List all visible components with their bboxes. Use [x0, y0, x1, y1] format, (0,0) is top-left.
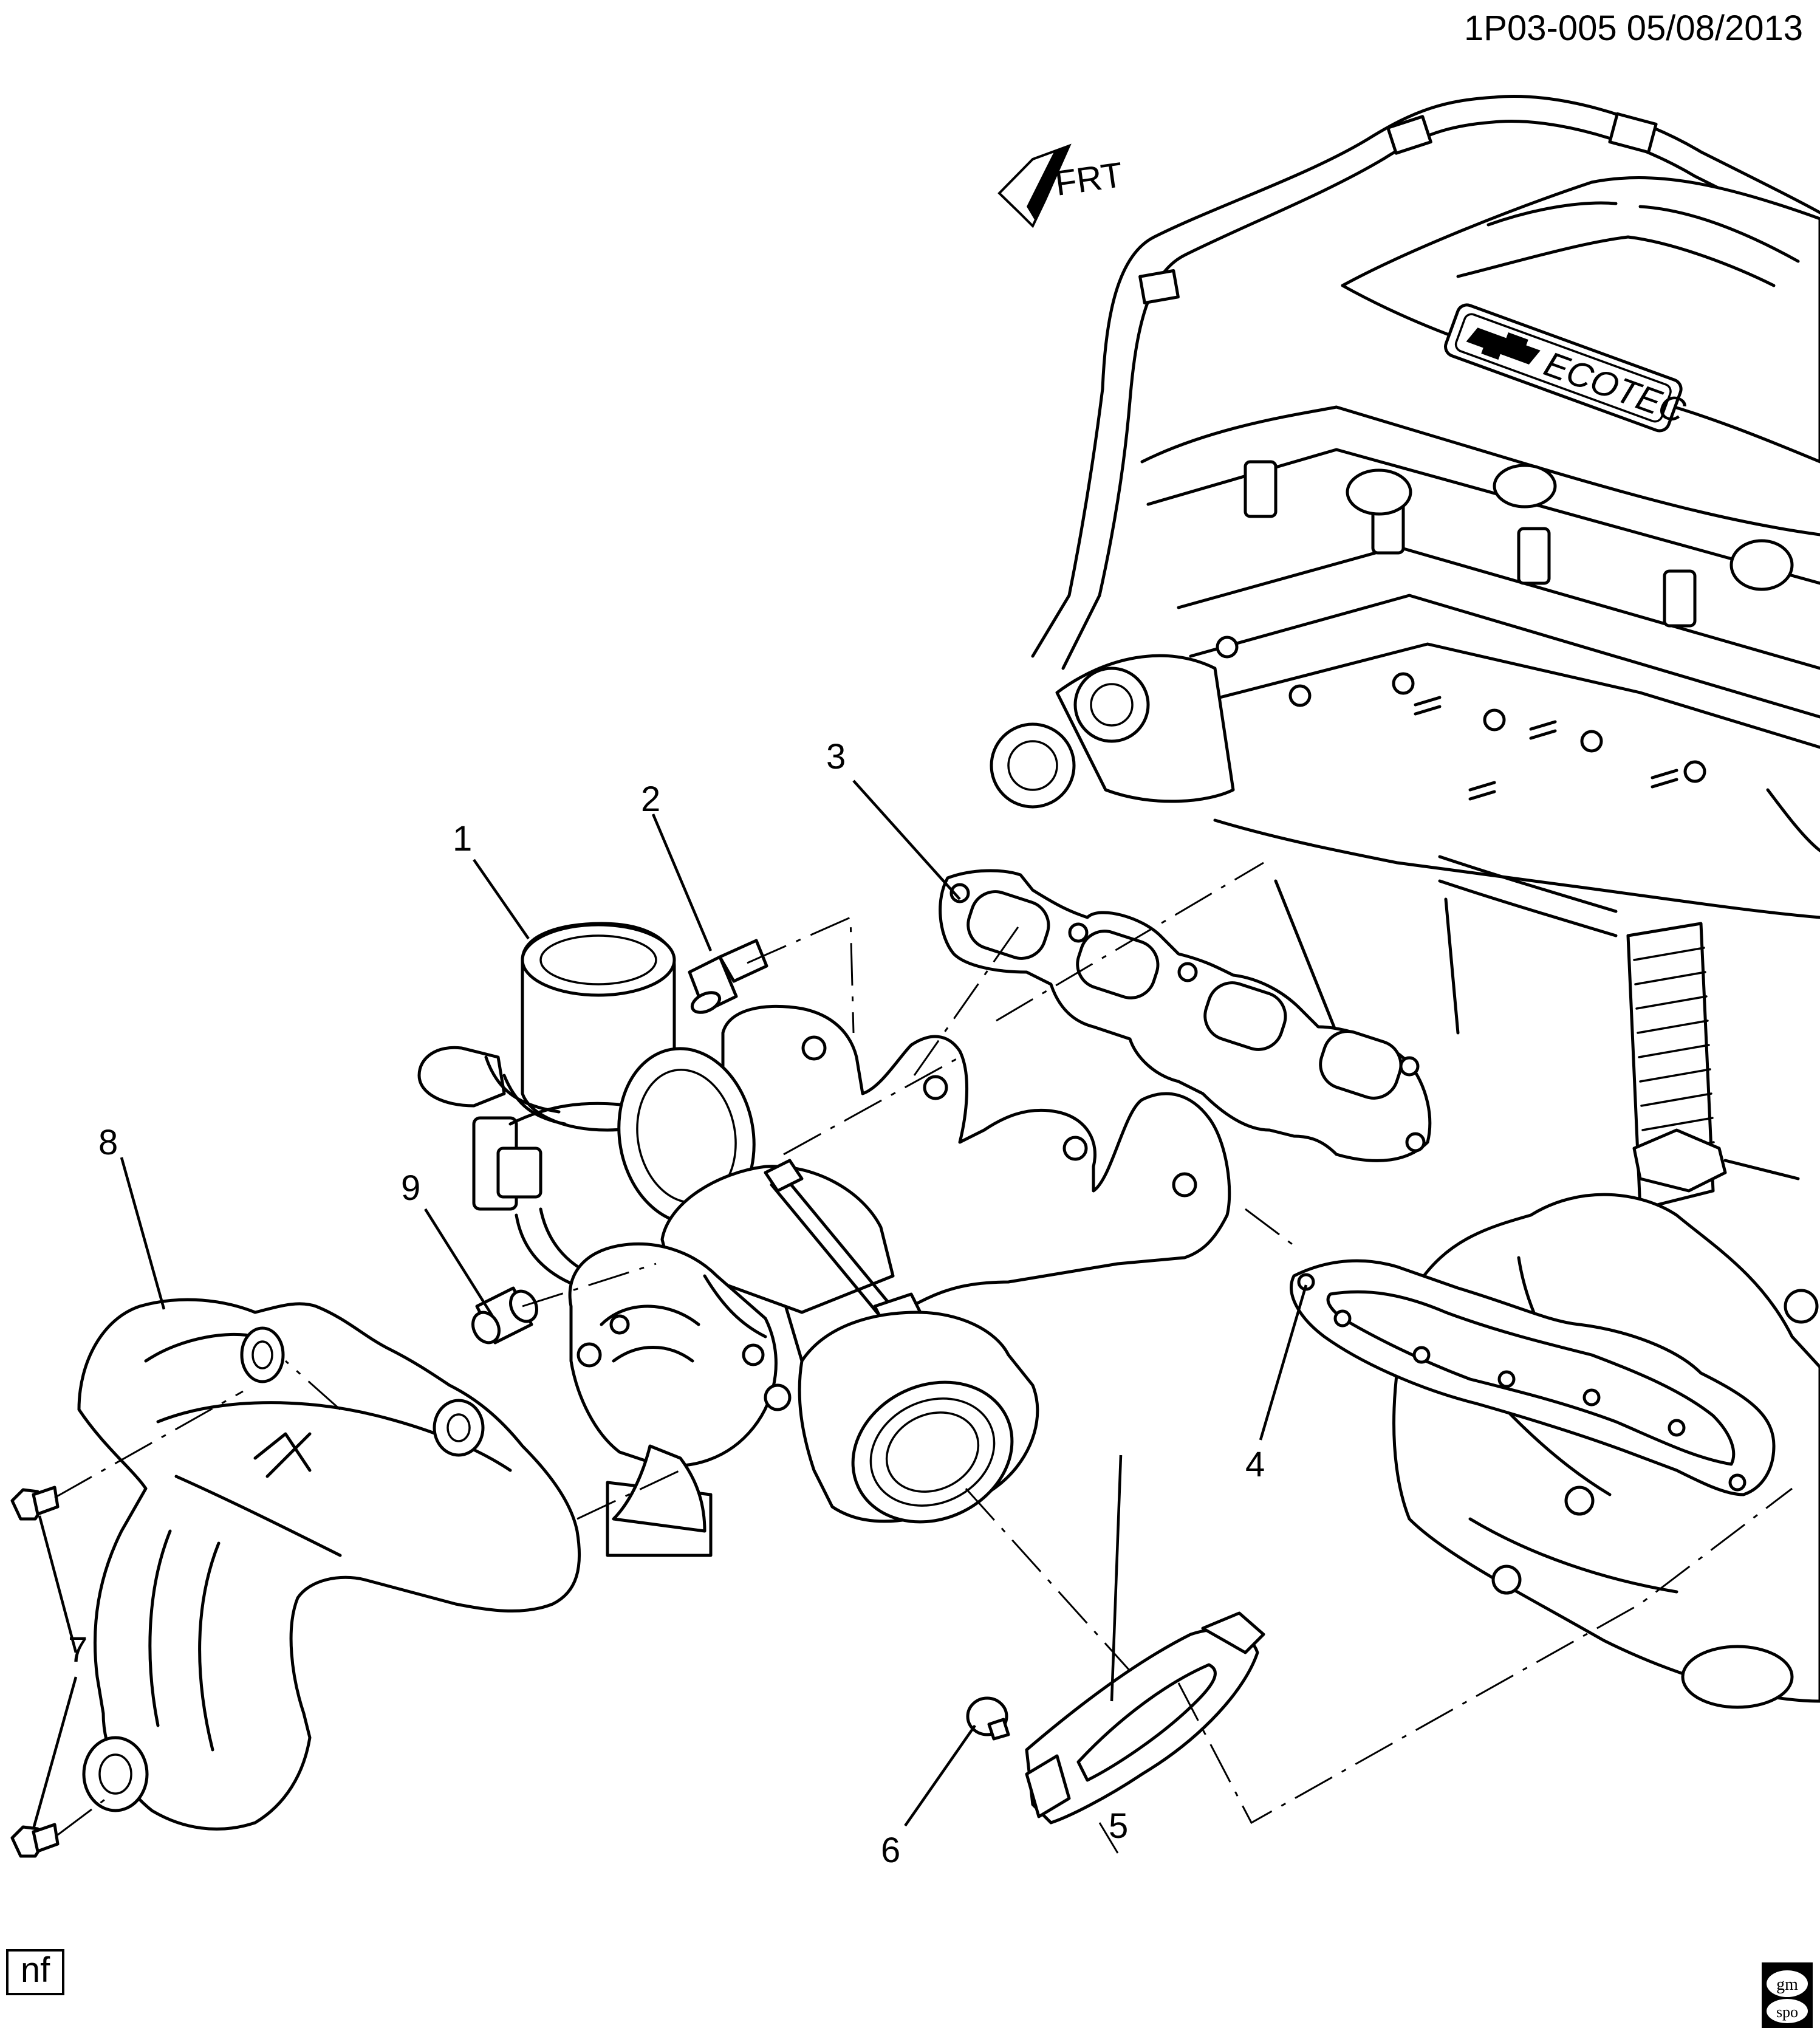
head-bolts	[1216, 636, 1706, 783]
heat-shield-bolt-upper	[10, 1486, 60, 1521]
gmspo-logo: gm spo	[1762, 1962, 1813, 2028]
callout-leaders	[32, 780, 1308, 1829]
gmspo-logo-bottom: spo	[1776, 2003, 1798, 2021]
callout-6: 6	[881, 1831, 900, 1870]
manifold-stud	[688, 939, 768, 1014]
exhaust-manifold-heat-shield	[77, 1298, 581, 1831]
exhaust-studs	[1414, 696, 1678, 801]
callout-5: 5	[1109, 1806, 1128, 1846]
alignment-lines	[54, 862, 1793, 1854]
diagram-reference: 1P03-005 05/08/2013	[1464, 9, 1803, 48]
nf-tag-label: nf	[21, 1950, 50, 1990]
front-direction-label: FRT	[1053, 155, 1126, 204]
callout-2: 2	[641, 780, 660, 819]
callout-9: 9	[401, 1168, 420, 1208]
front-direction-arrow-icon: FRT	[997, 143, 1126, 228]
heat-shield-bolt-lower	[10, 1823, 60, 1858]
clamp-nut	[966, 1696, 1010, 1741]
callout-1: 1	[453, 819, 472, 858]
callout-3: 3	[826, 737, 846, 776]
stud-nut	[471, 1286, 538, 1345]
catalytic-converter-gasket	[1290, 1259, 1776, 1496]
callout-7: 7	[68, 1630, 87, 1670]
turbocharger-manifold-assembly	[417, 922, 1231, 1557]
callout-4: 4	[1245, 1445, 1265, 1484]
gmspo-logo-top: gm	[1776, 1975, 1798, 1994]
callout-8: 8	[98, 1123, 118, 1162]
exhaust-manifold-gasket	[939, 869, 1432, 1162]
turbo-outlet-clamp-gasket	[1025, 1611, 1265, 1825]
nf-tag: nf	[6, 1949, 64, 1995]
